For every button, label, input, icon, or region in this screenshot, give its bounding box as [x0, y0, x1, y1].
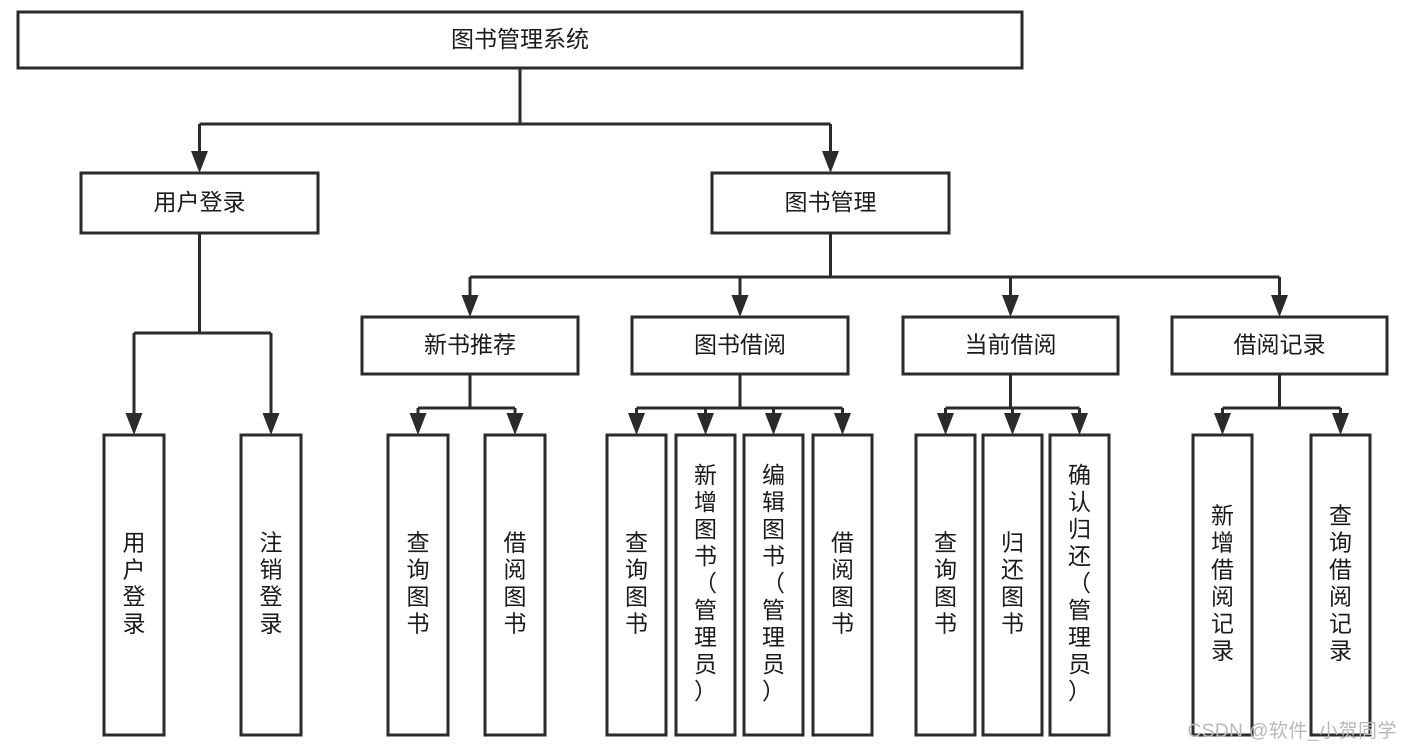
node-root[interactable]: 图书管理系统	[16, 10, 1024, 70]
node-label-leaf-borrow-book-2: 借阅图书	[831, 530, 854, 637]
node-label-current-borrow: 当前借阅	[965, 332, 1057, 358]
node-leaf-return-book[interactable]: 归还图书	[981, 433, 1044, 737]
node-leaf-borrow-book-2[interactable]: 借阅图书	[811, 433, 874, 737]
node-box-user-login[interactable]	[79, 171, 320, 235]
node-label-leaf-query-record: 查询借阅记录	[1329, 503, 1352, 664]
node-leaf-add-book[interactable]: 新增图书（管理员）	[674, 433, 737, 737]
node-box-leaf-borrow-book-2[interactable]	[811, 433, 874, 737]
node-leaf-query-book-2[interactable]: 查询图书	[605, 433, 668, 737]
node-box-leaf-user-login[interactable]	[102, 433, 166, 737]
connector-arrow-current-borrow	[1002, 277, 1019, 317]
node-box-leaf-confirm-return[interactable]	[1048, 433, 1111, 737]
connector-arrow-leaf-user-login	[125, 333, 143, 435]
node-leaf-query-record[interactable]: 查询借阅记录	[1309, 433, 1372, 737]
connectors-layer	[125, 68, 1349, 435]
node-label-leaf-borrow-book-1: 借阅图书	[504, 530, 527, 637]
connector-arrow-leaf-confirm-return	[1071, 408, 1088, 435]
node-box-book-manage[interactable]	[710, 171, 951, 235]
node-leaf-edit-book[interactable]: 编辑图书（管理员）	[742, 433, 805, 737]
node-user-login[interactable]: 用户登录	[79, 171, 320, 235]
node-leaf-query-book-3[interactable]: 查询图书	[914, 433, 977, 737]
connector-arrow-leaf-query-book-1	[409, 408, 427, 435]
connector-arrow-leaf-query-book-3	[937, 408, 954, 435]
node-box-leaf-add-record[interactable]	[1191, 433, 1254, 737]
node-borrow-record[interactable]: 借阅记录	[1170, 315, 1389, 376]
node-label-leaf-confirm-return: 确认归还（管理员）	[1068, 462, 1091, 704]
node-label-leaf-logout: 注销登录	[260, 530, 283, 637]
connector-arrow-leaf-edit-book	[765, 408, 782, 435]
node-leaf-query-book-1[interactable]: 查询图书	[386, 433, 450, 737]
node-label-leaf-query-book-2: 查询图书	[625, 530, 648, 637]
connector-arrow-book-manage	[822, 124, 839, 173]
node-box-leaf-query-book-1[interactable]	[386, 433, 450, 737]
connector-arrow-leaf-query-record	[1332, 408, 1349, 435]
node-box-borrow-record[interactable]	[1170, 315, 1389, 376]
node-label-leaf-query-book-1: 查询图书	[407, 530, 430, 637]
node-box-root[interactable]	[16, 10, 1024, 70]
node-book-manage[interactable]: 图书管理	[710, 171, 951, 235]
node-label-leaf-query-book-3: 查询图书	[934, 530, 957, 637]
node-box-leaf-borrow-book-1[interactable]	[483, 433, 547, 737]
nodes-layer: 图书管理系统用户登录用户登录注销登录图书管理新书推荐查询图书借阅图书图书借阅查询…	[16, 10, 1389, 737]
node-leaf-logout[interactable]: 注销登录	[239, 433, 303, 737]
node-box-leaf-query-record[interactable]	[1309, 433, 1372, 737]
node-label-book-manage: 图书管理	[785, 189, 877, 215]
node-leaf-borrow-book-1[interactable]: 借阅图书	[483, 433, 547, 737]
node-label-leaf-add-book: 新增图书（管理员）	[694, 462, 717, 704]
node-new-book-recommend[interactable]: 新书推荐	[360, 315, 580, 376]
node-box-leaf-add-book[interactable]	[674, 433, 737, 737]
connector-arrow-new-book-recommend	[461, 277, 479, 317]
node-box-leaf-return-book[interactable]	[981, 433, 1044, 737]
node-leaf-user-login[interactable]: 用户登录	[102, 433, 166, 737]
node-leaf-add-record[interactable]: 新增借阅记录	[1191, 433, 1254, 737]
node-current-borrow[interactable]: 当前借阅	[901, 315, 1120, 376]
connector-arrow-leaf-add-record	[1214, 408, 1231, 435]
node-box-current-borrow[interactable]	[901, 315, 1120, 376]
node-box-new-book-recommend[interactable]	[360, 315, 580, 376]
connector-arrow-leaf-query-book-2	[628, 408, 645, 435]
connector-arrow-borrow-record	[1271, 277, 1288, 317]
node-book-borrow[interactable]: 图书借阅	[630, 315, 850, 376]
node-label-leaf-return-book: 归还图书	[1001, 530, 1024, 637]
node-label-borrow-record: 借阅记录	[1234, 332, 1326, 358]
connector-arrow-user-login	[191, 124, 208, 173]
node-box-leaf-query-book-2[interactable]	[605, 433, 668, 737]
node-label-leaf-edit-book: 编辑图书（管理员）	[762, 462, 785, 704]
node-leaf-confirm-return[interactable]: 确认归还（管理员）	[1048, 433, 1111, 737]
node-label-book-borrow: 图书借阅	[694, 332, 786, 358]
connector-arrow-leaf-return-book	[1004, 408, 1021, 435]
connector-arrow-leaf-borrow-book-1	[506, 408, 524, 435]
node-label-new-book-recommend: 新书推荐	[424, 332, 516, 358]
connector-arrow-leaf-borrow-book-2	[834, 408, 851, 435]
node-label-leaf-user-login: 用户登录	[123, 530, 146, 637]
node-box-book-borrow[interactable]	[630, 315, 850, 376]
connector-arrow-book-borrow	[731, 277, 749, 317]
node-label-leaf-add-record: 新增借阅记录	[1211, 503, 1234, 664]
connector-arrow-leaf-add-book	[697, 408, 714, 435]
node-label-user-login: 用户登录	[154, 189, 246, 215]
node-box-leaf-logout[interactable]	[239, 433, 303, 737]
node-label-root: 图书管理系统	[451, 26, 589, 52]
connector-arrow-leaf-logout	[262, 333, 280, 435]
node-box-leaf-edit-book[interactable]	[742, 433, 805, 737]
node-box-leaf-query-book-3[interactable]	[914, 433, 977, 737]
